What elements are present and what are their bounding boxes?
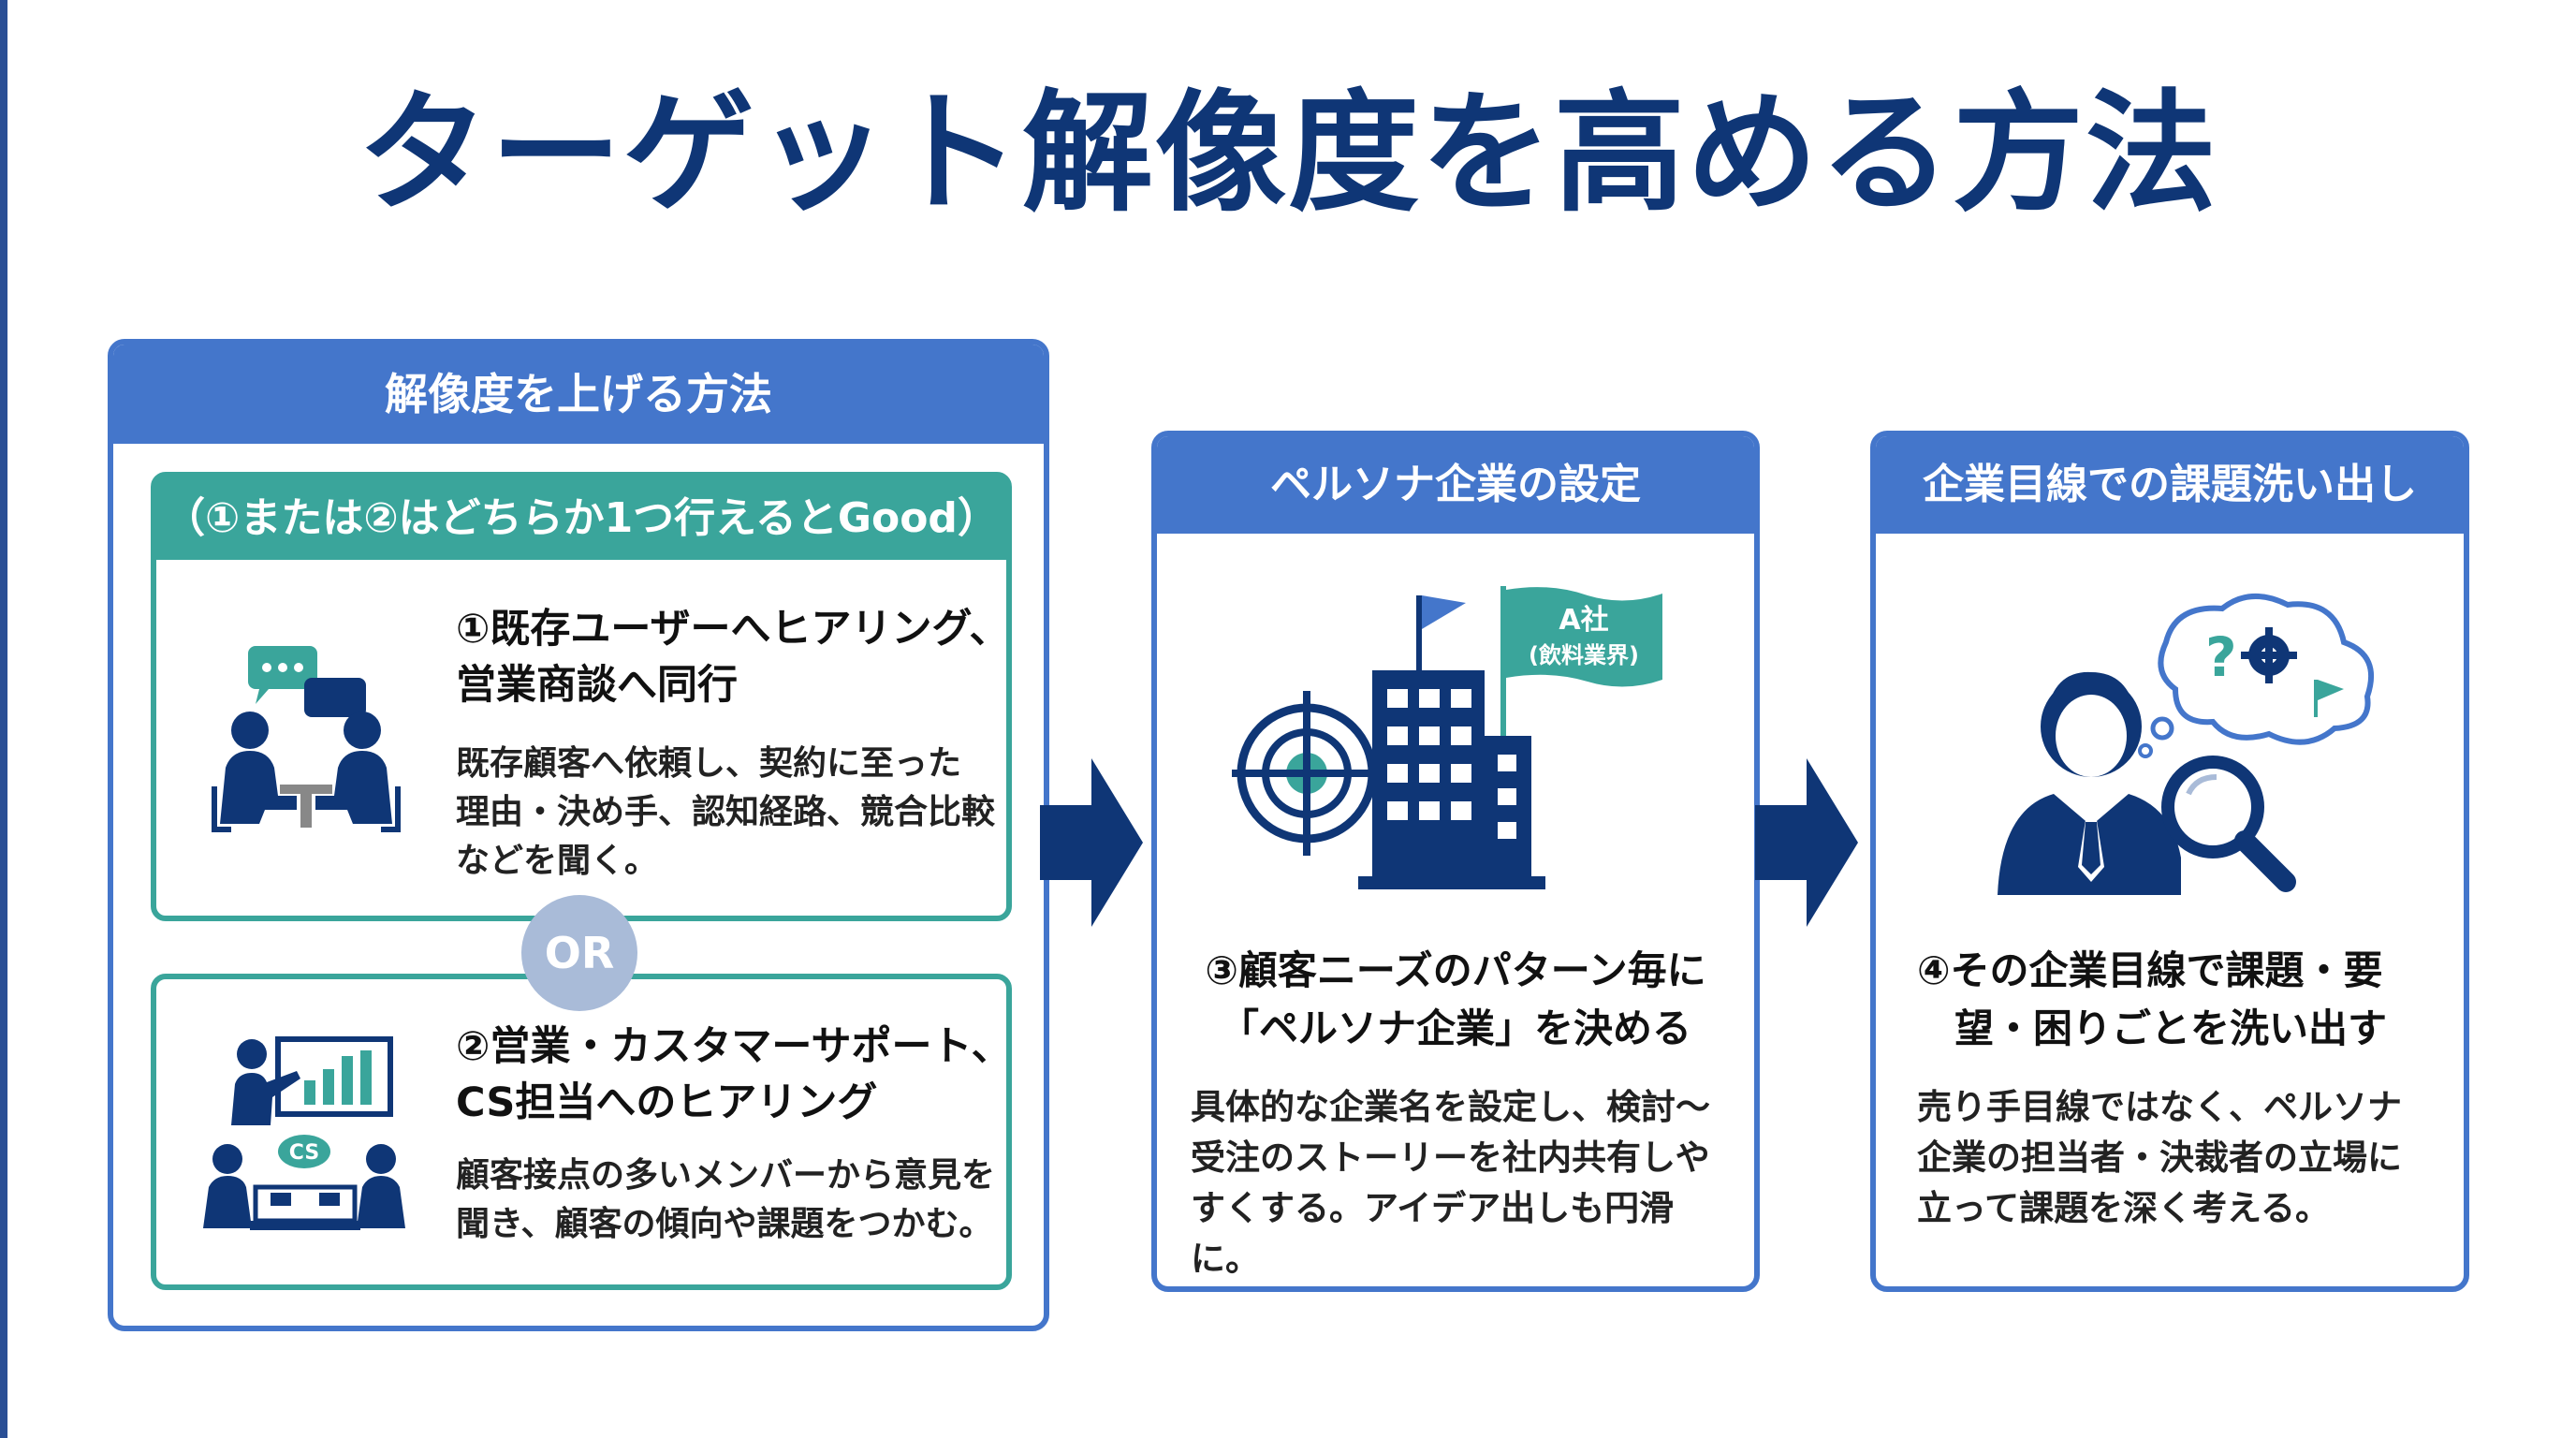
method-card-2: CS ②営業・カスタマーサポート、 CS担当へのヒアリング 顧客接点の多いメンバ…: [151, 974, 1012, 1290]
target-building-flag-icon: A社 (飲料業界): [1232, 586, 1662, 889]
cs-bubble-label: CS: [289, 1141, 319, 1165]
panel-company-viewpoint: 企業目線での課題洗い出し ? ④その企業目線で課題・要 望・困りごとを洗い出す …: [1870, 431, 2469, 1292]
method-2-description: 顧客接点の多いメンバーから意見を 聞き、顧客の傾向や課題をつかむ。: [456, 1156, 996, 1243]
panel-resolution-methods: 解像度を上げる方法 （①または②はどちらか1つ行えるとGood） ①既存ユーザー…: [108, 339, 1049, 1331]
step-3-title: ③顧客ニーズのパターン毎に 「ペルソナ企業」を決める: [1205, 947, 1706, 1051]
method-2-title: ②営業・カスタマーサポート、 CS担当へのヒアリング: [456, 1023, 1012, 1126]
thinking-person-magnifier-icon: ?: [1998, 593, 2374, 895]
page-title: ターゲット解像度を高める方法: [357, 78, 2218, 230]
svg-text:?: ?: [2205, 625, 2237, 689]
chat-meeting-icon: [212, 646, 401, 832]
method-card-1: （①または②はどちらか1つ行えるとGood） ①既存ユーザーへヒアリング、 営業…: [151, 472, 1012, 921]
or-badge: OR: [521, 895, 637, 1011]
flag-industry-label: (飲料業界): [1529, 642, 1639, 668]
step-3-description: 具体的な企業名を設定し、検討〜 受注のストーリーを社内共有しや すくする。アイデ…: [1191, 1087, 1710, 1279]
method-note-header: （①または②はどちらか1つ行えるとGood）: [156, 477, 1006, 560]
method-1-title: ①既存ユーザーへヒアリング、 営業商談へ同行: [456, 606, 1010, 709]
panel-header: 解像度を上げる方法: [113, 345, 1044, 444]
method-1-description: 既存顧客へ依頼し、契約に至った 理由・決め手、認知経路、競合比較 などを聞く。: [456, 744, 996, 880]
arrow-right-icon: [1755, 758, 1858, 927]
arrow-right-icon: [1040, 758, 1143, 927]
panel-persona-setting: ペルソナ企業の設定 A社 (飲料業界) ③顧客ニーズのパターン毎に 「ペルソナ企…: [1151, 431, 1760, 1292]
step-4-description: 売り手目線ではなく、ペルソナ 企業の担当者・決裁者の立場に 立って課題を深く考え…: [1917, 1087, 2402, 1228]
panel-header: ペルソナ企業の設定: [1157, 436, 1754, 534]
panel-header: 企業目線での課題洗い出し: [1876, 436, 2464, 534]
presentation-meeting-icon: CS: [203, 1036, 405, 1230]
step-4-title: ④その企業目線で課題・要 望・困りごとを洗い出す: [1917, 947, 2388, 1051]
flag-company-label: A社: [1559, 604, 1608, 637]
